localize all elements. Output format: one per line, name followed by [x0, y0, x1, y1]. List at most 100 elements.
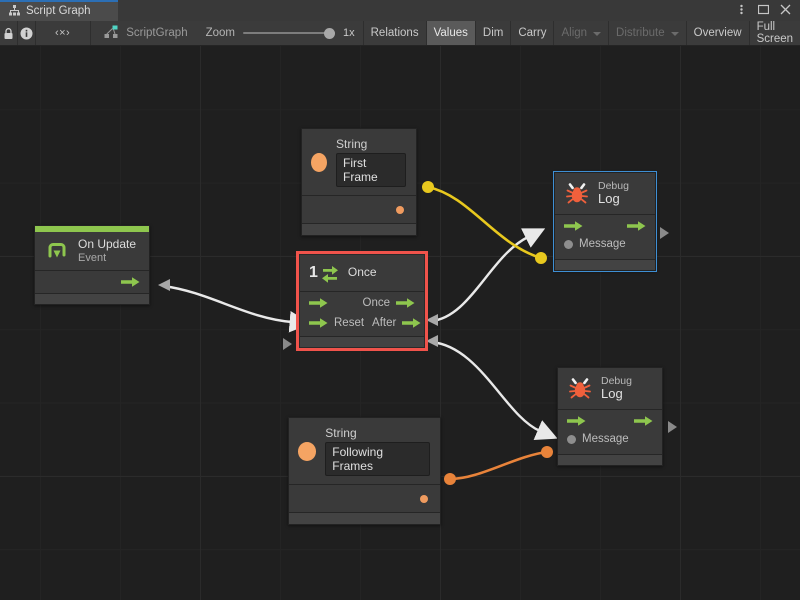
input-port-enter[interactable]	[567, 415, 586, 427]
node-header: 1 Once	[300, 255, 424, 291]
close-icon[interactable]	[779, 3, 792, 16]
input-port-message[interactable]: Message	[564, 238, 626, 250]
toolbar-item-relations[interactable]: Relations	[362, 21, 426, 45]
port-row-message: Message	[555, 237, 655, 259]
green-arrow-icon	[627, 221, 646, 231]
zoom-slider-track	[243, 32, 335, 34]
node-debug-log-bottom[interactable]: Debug Log	[557, 367, 677, 466]
toolbar-item-align[interactable]: Align	[553, 21, 608, 45]
node-string-following-frames[interactable]: String Following Frames	[288, 417, 441, 525]
node-category: Debug	[598, 180, 629, 192]
node-accent-bar	[35, 226, 149, 232]
breadcrumb-label: ScriptGraph	[126, 27, 188, 39]
output-port-exit[interactable]	[627, 220, 646, 232]
toolbar-item-full-screen[interactable]: Full Screen	[748, 21, 800, 45]
exit-flow-marker	[660, 227, 669, 239]
connection-wires	[158, 181, 558, 485]
green-arrow-icon	[121, 277, 140, 288]
once-counter-icon: 1	[309, 262, 340, 284]
node-category: Debug	[601, 375, 632, 387]
wire-source-arrow	[426, 314, 438, 326]
info-icon[interactable]	[18, 21, 35, 45]
node-header: Debug Log	[555, 173, 655, 214]
zoom-slider[interactable]	[243, 26, 335, 40]
node-on-update[interactable]: On Update Event	[34, 225, 150, 306]
breadcrumb[interactable]: ScriptGraph	[90, 21, 199, 45]
chevron-down-icon	[593, 31, 602, 36]
node-footer	[35, 293, 149, 305]
wire-onupdate-to-once	[162, 284, 312, 333]
wire-endpoint-dot	[541, 446, 553, 458]
toolbar-item-label: Distribute	[616, 27, 665, 39]
graph-toolbar: ‹×› ScriptGraph Zoom 1x Re	[0, 21, 800, 46]
toolbar-actions: Relations Values Dim Carry Align Distrib…	[362, 21, 800, 45]
toolbar-item-label: Relations	[370, 27, 419, 39]
toolbar-item-carry[interactable]: Carry	[510, 21, 553, 45]
wire-after-to-debuglog-bottom	[430, 340, 558, 440]
tab-script-graph[interactable]: Script Graph	[0, 0, 118, 21]
toolbar-item-label: Values	[433, 27, 468, 39]
string-value-field[interactable]: First Frame	[336, 153, 406, 187]
output-port-trigger[interactable]	[121, 276, 140, 288]
string-value-icon	[311, 152, 327, 172]
string-value-field[interactable]: Following Frames	[325, 442, 430, 476]
node-footer	[289, 512, 440, 524]
node-footer	[300, 336, 424, 347]
green-arrow-icon	[396, 298, 415, 308]
node-header: On Update Event	[35, 232, 149, 271]
input-port-label: Message	[579, 238, 626, 250]
kebab-menu-icon[interactable]	[735, 3, 748, 16]
wire-endpoint-dot	[444, 473, 456, 485]
maximize-icon[interactable]	[757, 3, 770, 16]
toolbar-item-overview[interactable]: Overview	[685, 21, 749, 45]
window-title-bar: Script Graph	[0, 0, 800, 21]
wire-string-following-to-message	[449, 450, 548, 481]
zoom-slider-knob[interactable]	[324, 27, 335, 39]
exit-flow-marker	[668, 421, 677, 433]
script-graph-icon	[104, 25, 119, 42]
node-header: String First Frame	[302, 129, 416, 195]
output-port-after[interactable]: After	[372, 317, 421, 329]
output-port-once[interactable]: Once	[363, 297, 416, 309]
update-loop-icon	[44, 238, 70, 264]
node-body: Once Reset After	[300, 291, 424, 336]
node-footer	[558, 454, 662, 465]
wire-endpoint-dot	[422, 181, 434, 193]
toolbar-item-dim[interactable]: Dim	[474, 21, 510, 45]
output-port-value[interactable]	[396, 205, 404, 214]
node-debug-log-top[interactable]: Debug Log	[553, 171, 669, 272]
wire-string-first-to-message	[427, 185, 542, 260]
green-arrow-icon	[309, 298, 328, 308]
input-port-message[interactable]: Message	[567, 433, 629, 445]
bug-icon	[567, 376, 593, 402]
output-port-value[interactable]	[420, 494, 428, 503]
node-body	[289, 484, 440, 512]
toolbar-item-distribute[interactable]: Distribute	[608, 21, 686, 45]
string-value-icon	[298, 441, 317, 461]
node-header: Debug Log	[558, 368, 662, 409]
wire-once-to-debuglog-top	[430, 228, 546, 323]
node-once[interactable]: 1 Once	[296, 251, 428, 351]
toolbar-item-label: Full Screen	[756, 21, 793, 45]
node-body: Message	[555, 214, 655, 259]
output-port-exit[interactable]	[634, 415, 653, 427]
lock-icon[interactable]	[0, 21, 17, 45]
zoom-label: Zoom	[205, 27, 235, 39]
input-port-enter[interactable]	[309, 297, 334, 309]
node-title: Log	[601, 386, 623, 402]
input-port-label: Reset	[334, 316, 365, 329]
port-row-trigger-out	[35, 271, 149, 293]
node-string-first-frame[interactable]: String First Frame	[301, 128, 417, 236]
code-view-button[interactable]: ‹×›	[54, 27, 71, 39]
zoom-control: Zoom 1x	[200, 21, 361, 45]
input-port-label: Message	[582, 433, 629, 445]
node-title: String	[325, 426, 357, 440]
wire-source-arrow	[426, 335, 438, 347]
output-port-label: After	[372, 316, 397, 329]
toolbar-item-label: Overview	[693, 27, 742, 39]
input-port-reset[interactable]: Reset	[309, 317, 364, 329]
graph-canvas[interactable]: On Update Event Strin	[0, 46, 800, 600]
toolbar-item-values[interactable]: Values	[425, 21, 475, 45]
input-port-enter[interactable]	[564, 220, 583, 232]
